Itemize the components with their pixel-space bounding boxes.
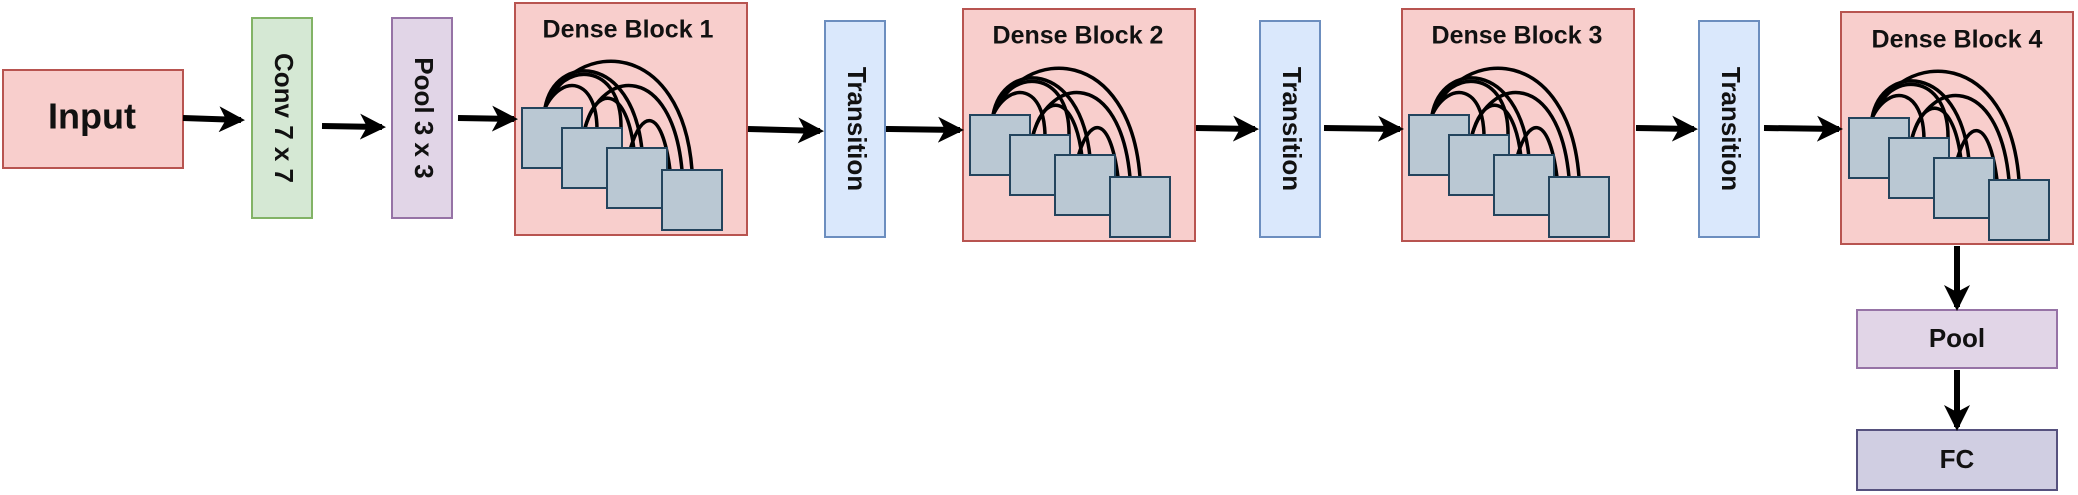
layer-box: [1054, 154, 1116, 216]
layer-box: [1988, 179, 2050, 241]
conv-node: [251, 17, 313, 219]
pool1-node: [391, 17, 453, 219]
input-label: Input: [48, 96, 136, 137]
arrow-conv-pool: [321, 113, 386, 140]
dense-block-2-label: Dense Block 2: [993, 22, 1164, 50]
pool1-label: Pool 3 x 3: [409, 57, 439, 178]
layer-box: [1548, 176, 1610, 238]
transition-3: [1698, 20, 1760, 238]
transition-3-label: Transition: [1716, 67, 1746, 191]
dense-block-1-label: Dense Block 1: [543, 16, 714, 44]
layer-box: [1109, 176, 1171, 238]
layer-box: [606, 147, 668, 209]
dense-connections: [991, 66, 1142, 178]
dense-block-4-label: Dense Block 4: [1872, 26, 2043, 54]
fc-node: [1856, 429, 2058, 491]
dense-connections: [1430, 66, 1581, 178]
dense-block-3-layers: [1408, 66, 1610, 238]
dense-block-3-label: Dense Block 3: [1432, 22, 1603, 50]
layer-box: [661, 169, 723, 231]
arrow-dense3-trans3: [1635, 115, 1698, 142]
input-node: [2, 69, 184, 169]
dense-connections: [543, 59, 694, 171]
arrow-trans2-dense3: [1323, 115, 1404, 142]
layer-box: [1933, 157, 1995, 219]
dense-block-2-layers: [969, 66, 1171, 238]
arrow-trans1-dense2: [885, 116, 964, 143]
transition-2: [1259, 20, 1321, 238]
dense-block-1-layers: [521, 59, 723, 231]
arrow-dense2-trans2: [1195, 115, 1259, 142]
pool-out-node: [1856, 309, 2058, 369]
dense-block-4-layers: [1848, 69, 2050, 241]
arrow-dense1-trans1: [747, 117, 824, 144]
conv-label: Conv 7 x 7: [269, 53, 299, 183]
transition-1: [824, 20, 886, 238]
transition-1-label: Transition: [842, 67, 872, 191]
arrow-input-conv: [182, 106, 245, 133]
transition-2-label: Transition: [1277, 67, 1307, 191]
layer-box: [1493, 154, 1555, 216]
arrow-pool-dense1: [457, 105, 518, 132]
fc-label: FC: [1940, 444, 1975, 474]
arrow-trans3-dense4: [1763, 115, 1843, 142]
pool-out-label: Pool: [1929, 323, 1985, 353]
